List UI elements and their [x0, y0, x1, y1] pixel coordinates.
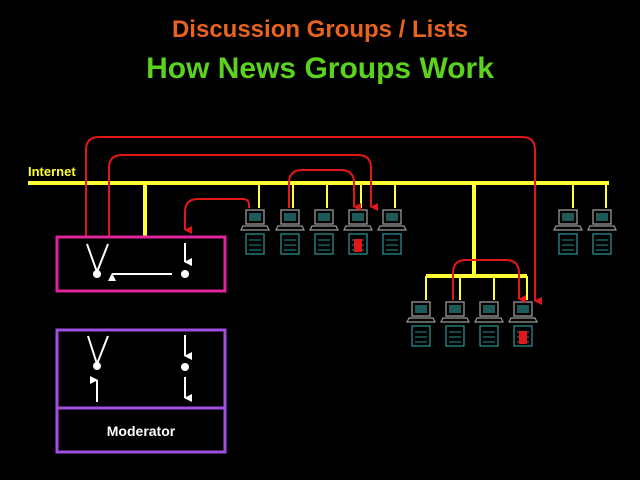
node-dot-icon [93, 362, 101, 370]
computer-group-bottom [406, 301, 537, 347]
computer-icon [309, 209, 339, 255]
computer-icon [240, 209, 270, 255]
computer-icon [474, 301, 504, 347]
computer-icon [275, 209, 305, 255]
computer-drop-lines [258, 183, 607, 300]
internet-label: Internet [28, 164, 76, 179]
moderated-server-box: Moderator [55, 328, 227, 454]
slide-subheading: How News Groups Work [146, 52, 494, 85]
computer-icon [377, 209, 407, 255]
message-paths [85, 136, 542, 305]
node-dot-icon [181, 270, 189, 278]
node-dot-icon [181, 363, 189, 371]
moderator-label: Moderator [107, 423, 176, 439]
node-dot-icon [93, 270, 101, 278]
computer-icon [509, 302, 537, 346]
slide-heading: Discussion Groups / Lists [171, 16, 469, 43]
computer-group-right [553, 209, 617, 255]
computer-icon [344, 210, 372, 254]
computer-icon [553, 209, 583, 255]
computer-icon [406, 301, 436, 347]
computer-icon [587, 209, 617, 255]
computer-group-top [240, 209, 407, 255]
news-server-box [55, 235, 227, 293]
computer-icon [440, 301, 470, 347]
